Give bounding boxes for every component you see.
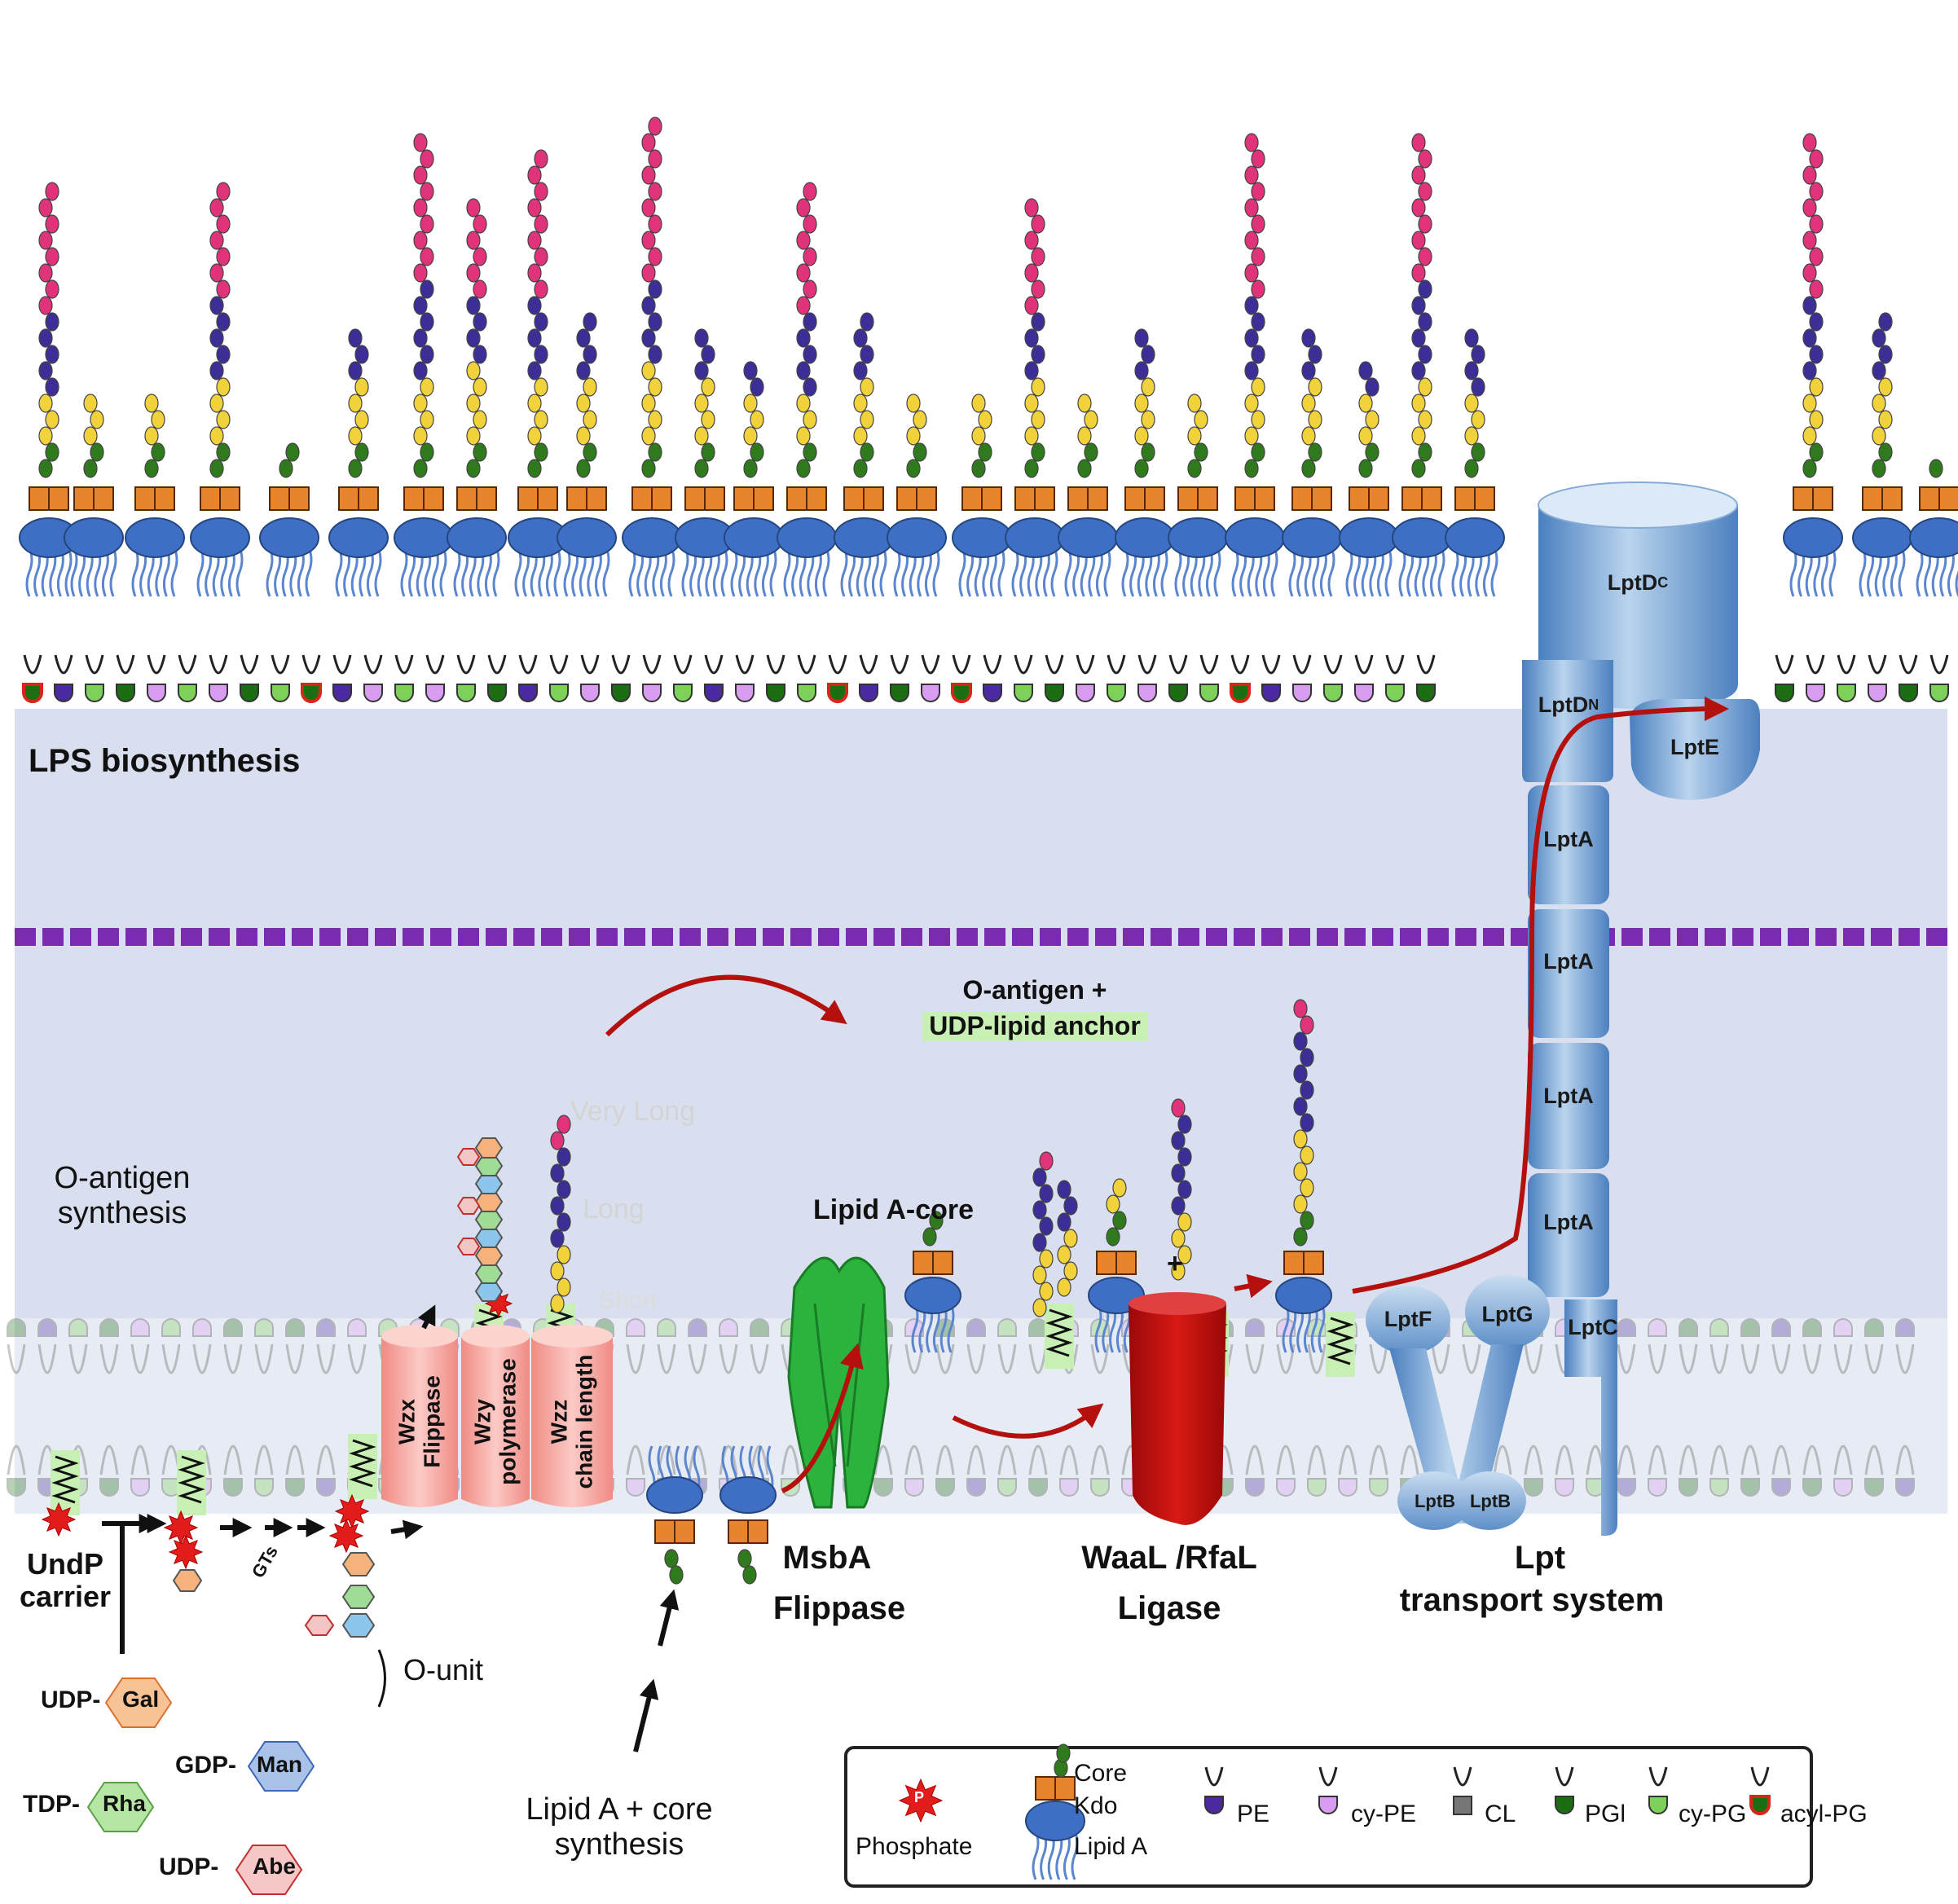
legend-core-label: Core [1074,1760,1128,1787]
tdp-rha-prefix: TDP- [23,1791,80,1818]
waal-label-2: Ligase [1117,1590,1221,1626]
lpta-label-4: LptA [1543,1209,1594,1234]
waal-label-1: WaaL /RfaL [1081,1540,1257,1576]
lptg-label: LptG [1481,1301,1533,1326]
wz-cylinders [381,1325,613,1507]
legend-cy-pe-label: cy-PE [1351,1801,1417,1827]
abe-label: Abe [253,1853,296,1879]
lipid-a-core-label: Lipid A-core [813,1194,975,1225]
msba-transporter [787,1256,890,1509]
wzz-label: Wzz chain length [546,1354,597,1489]
wzx-label: Wzx Flippase [394,1375,445,1468]
legend-box [844,1746,1813,1888]
lpt-inner-complex [1366,1275,1617,1536]
oantigen-synthesis-title: O-antigen synthesis [54,1161,191,1230]
lpta-label-2: LptA [1543,948,1594,974]
lps-biosynthesis-title: LPS biosynthesis [29,743,301,779]
lpte-label: LptE [1670,734,1719,759]
lpta-label-3: LptA [1543,1083,1594,1108]
undp-carrier-label: UndP carrier [19,1547,112,1614]
black-arrows [102,1304,680,1752]
udp-gal-prefix: UDP- [41,1686,101,1713]
legend-p-label: P [914,1789,925,1805]
legend-acyl-pg-label: acyl-PG [1780,1801,1868,1827]
legend-pe-label: PE [1237,1801,1270,1827]
lptb-label-1: LptB [1414,1491,1456,1511]
lptc-label: LptC [1568,1314,1618,1339]
legend-cy-pg-label: cy-PG [1679,1801,1747,1827]
cytoplasm-band [15,1318,1947,1514]
lptd-barrel [1522,481,1760,800]
msba-label-1: MsbA [782,1540,872,1576]
legend-cl-label: CL [1485,1801,1516,1827]
lpta-bridge [1528,785,1609,1297]
faded-very-long-label: Very Long [570,1096,696,1127]
oantigen-anchor-label-2: UDP-lipid anchor [922,1011,1147,1041]
gdp-man-prefix: GDP- [175,1752,236,1779]
rha-label: Rha [103,1791,146,1816]
oantigen-anchor-label-1: O-antigen + [962,975,1107,1005]
plus-sign: + [1167,1248,1183,1279]
lptf-label: LptF [1384,1306,1432,1331]
legend-phosphate-label: Phosphate [856,1833,973,1860]
ounit-label: O-unit [403,1653,484,1686]
legend-lipid-a-label: Lipid A [1074,1833,1148,1860]
man-label: Man [257,1752,302,1777]
lpt-label-2: transport system [1399,1582,1665,1618]
faded-long-label: Long [583,1194,645,1225]
wzy-label: Wzy polymerase [469,1358,521,1485]
sugar-hexagons [86,1137,504,1895]
legend-pgl-label: PGl [1585,1801,1626,1827]
flow-arrows [605,697,1729,1493]
lptb-label-2: LptB [1469,1491,1511,1511]
legend-symbols [898,1744,1771,1880]
faded-short-label: Short [599,1287,658,1314]
lipid-a-synthesis-label: Lipid A + core synthesis [526,1792,713,1862]
lpt-label-1: Lpt [1514,1540,1566,1576]
udp-abe-prefix: UDP- [159,1853,219,1880]
msba-label-2: Flippase [772,1590,906,1626]
gal-label: Gal [122,1686,160,1712]
waal-ligase [1129,1292,1226,1525]
legend-kdo-label: Kdo [1074,1792,1118,1819]
outer-membrane-inner-leaflet [22,654,1949,703]
lpta-label-1: LptA [1543,826,1594,851]
outer-membrane-lps [19,117,1958,597]
